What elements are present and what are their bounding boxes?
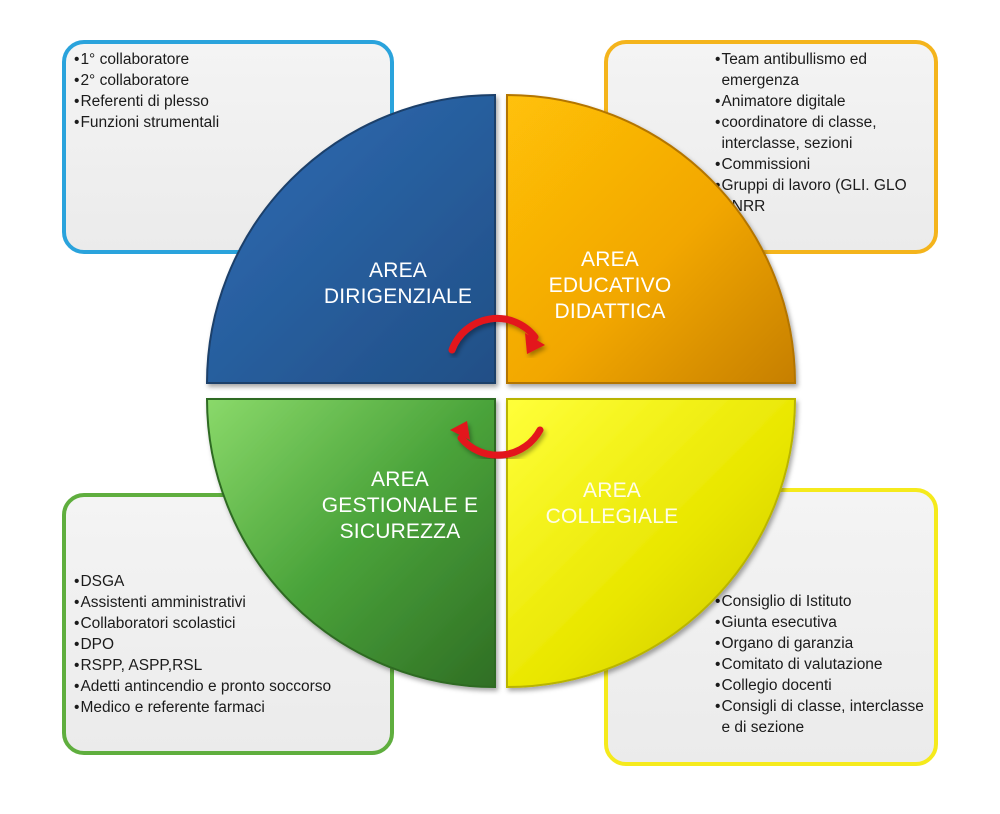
list-item: DPO [74, 634, 374, 655]
list-gestionale-sicurezza: DSGA Assistenti amministrativi Collabora… [74, 571, 374, 718]
list-item: 1° collaboratore [74, 49, 374, 70]
list-item: Comitato di valutazione [715, 654, 925, 675]
list-educativo-didattica: Team antibullismo ed emergenza Animatore… [715, 49, 925, 217]
list-item: RSPP, ASPP,RSL [74, 655, 374, 676]
list-item: Adetti antincendio e pronto soccorso [74, 676, 374, 697]
quadrant-educativo-didattica [506, 93, 797, 384]
list-item: Consiglio di Istituto [715, 591, 925, 612]
circular-arrow-icon [450, 421, 544, 459]
label-area-educativo-didattica: AREA EDUCATIVO DIDATTICA [548, 248, 672, 323]
quadrant-dirigenziale [205, 93, 496, 384]
list-item: DSGA [74, 571, 374, 592]
list-item: Commissioni [715, 154, 925, 175]
list-item: Collaboratori scolastici [74, 613, 374, 634]
list-item: Organo di garanzia [715, 633, 925, 654]
list-item: Animatore digitale [715, 91, 925, 112]
list-item: Consigli di classe, interclasse e di sez… [715, 696, 925, 738]
label-area-dirigenziale: AREA DIRIGENZIALE [323, 259, 473, 308]
circular-arrow-icon [448, 314, 545, 354]
list-item: Collegio docenti [715, 675, 925, 696]
list-collegiale: Consiglio di Istituto Giunta esecutiva O… [715, 591, 925, 738]
list-dirigenziale: 1° collaboratore 2° collaboratore Refere… [74, 49, 374, 133]
list-item: Giunta esecutiva [715, 612, 925, 633]
quadrant-gestionale-sicurezza [205, 398, 496, 689]
label-area-gestionale-sicurezza: AREA GESTIONALE E SICUREZZA [321, 468, 479, 543]
list-item: Assistenti amministrativi [74, 592, 374, 613]
list-item: Team antibullismo ed emergenza [715, 49, 925, 91]
list-item: Funzioni strumentali [74, 112, 374, 133]
list-item: Referenti di plesso [74, 91, 374, 112]
list-item: Medico e referente farmaci [74, 697, 374, 718]
list-item: coordinatore di classe, interclasse, sez… [715, 112, 925, 154]
label-area-collegiale: AREA COLLEGIALE [545, 479, 679, 528]
list-item: 2° collaboratore [74, 70, 374, 91]
quadrant-collegiale [506, 398, 797, 689]
